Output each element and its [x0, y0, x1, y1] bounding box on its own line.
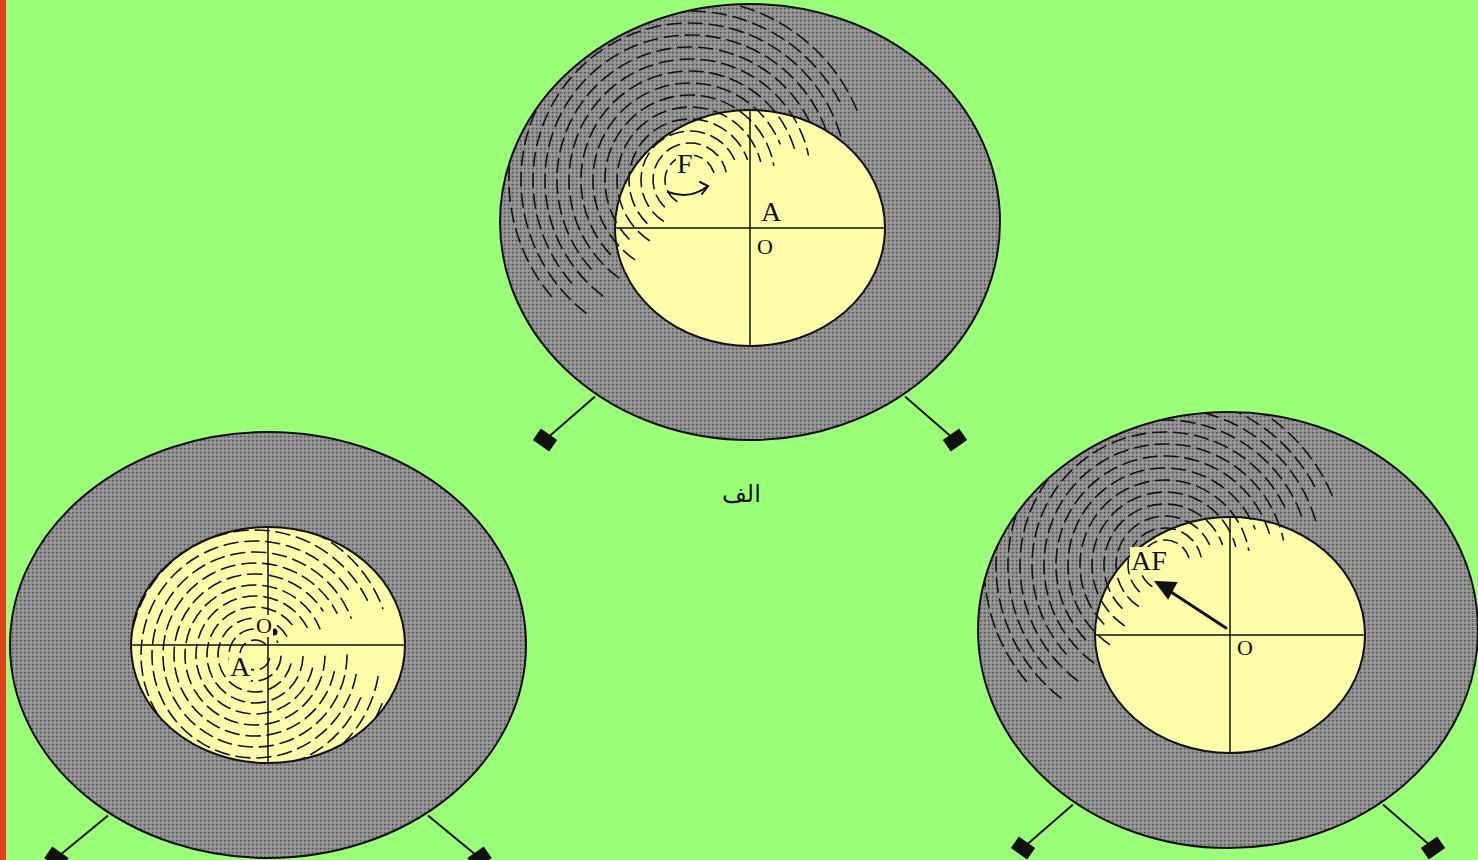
- cross-line: [267, 527, 269, 763]
- arrow-head: [1156, 582, 1176, 598]
- stand-foot: [944, 430, 966, 450]
- cross-line: [1229, 517, 1231, 753]
- stand-leg: [905, 396, 955, 440]
- inner-disk: [615, 110, 885, 346]
- ripple-arcs: [984, 384, 1334, 698]
- stand-foot: [1012, 838, 1034, 858]
- ripple-arcs: [119, 519, 383, 791]
- point-label: A: [760, 198, 782, 226]
- ripple-arcs: [509, 0, 859, 313]
- point-label: A: [229, 653, 251, 681]
- point-label: F: [676, 150, 694, 178]
- point-label: AF: [1130, 547, 1168, 575]
- stand-foot: [534, 430, 556, 450]
- stand-leg: [56, 815, 108, 858]
- displacement-arrow: [1168, 590, 1226, 628]
- stand-leg: [1023, 804, 1073, 848]
- stand-foot: [46, 848, 68, 860]
- outer-disk: [978, 412, 1478, 848]
- stand-leg: [1383, 804, 1433, 848]
- arrow-head: [700, 182, 708, 194]
- figure-label: الف: [722, 482, 761, 506]
- cross-line: [749, 110, 751, 346]
- outer-disk: [10, 432, 526, 858]
- center-label: O: [1236, 637, 1254, 659]
- edge-strip: [0, 0, 6, 860]
- center-label: O: [756, 236, 774, 258]
- stand-foot: [469, 848, 491, 860]
- inner-disk: [1095, 517, 1365, 753]
- stand-leg: [428, 815, 480, 858]
- center-label: O: [255, 615, 273, 637]
- stand-foot: [1422, 838, 1444, 858]
- stand-leg: [545, 396, 595, 440]
- outer-disk: [500, 4, 1000, 440]
